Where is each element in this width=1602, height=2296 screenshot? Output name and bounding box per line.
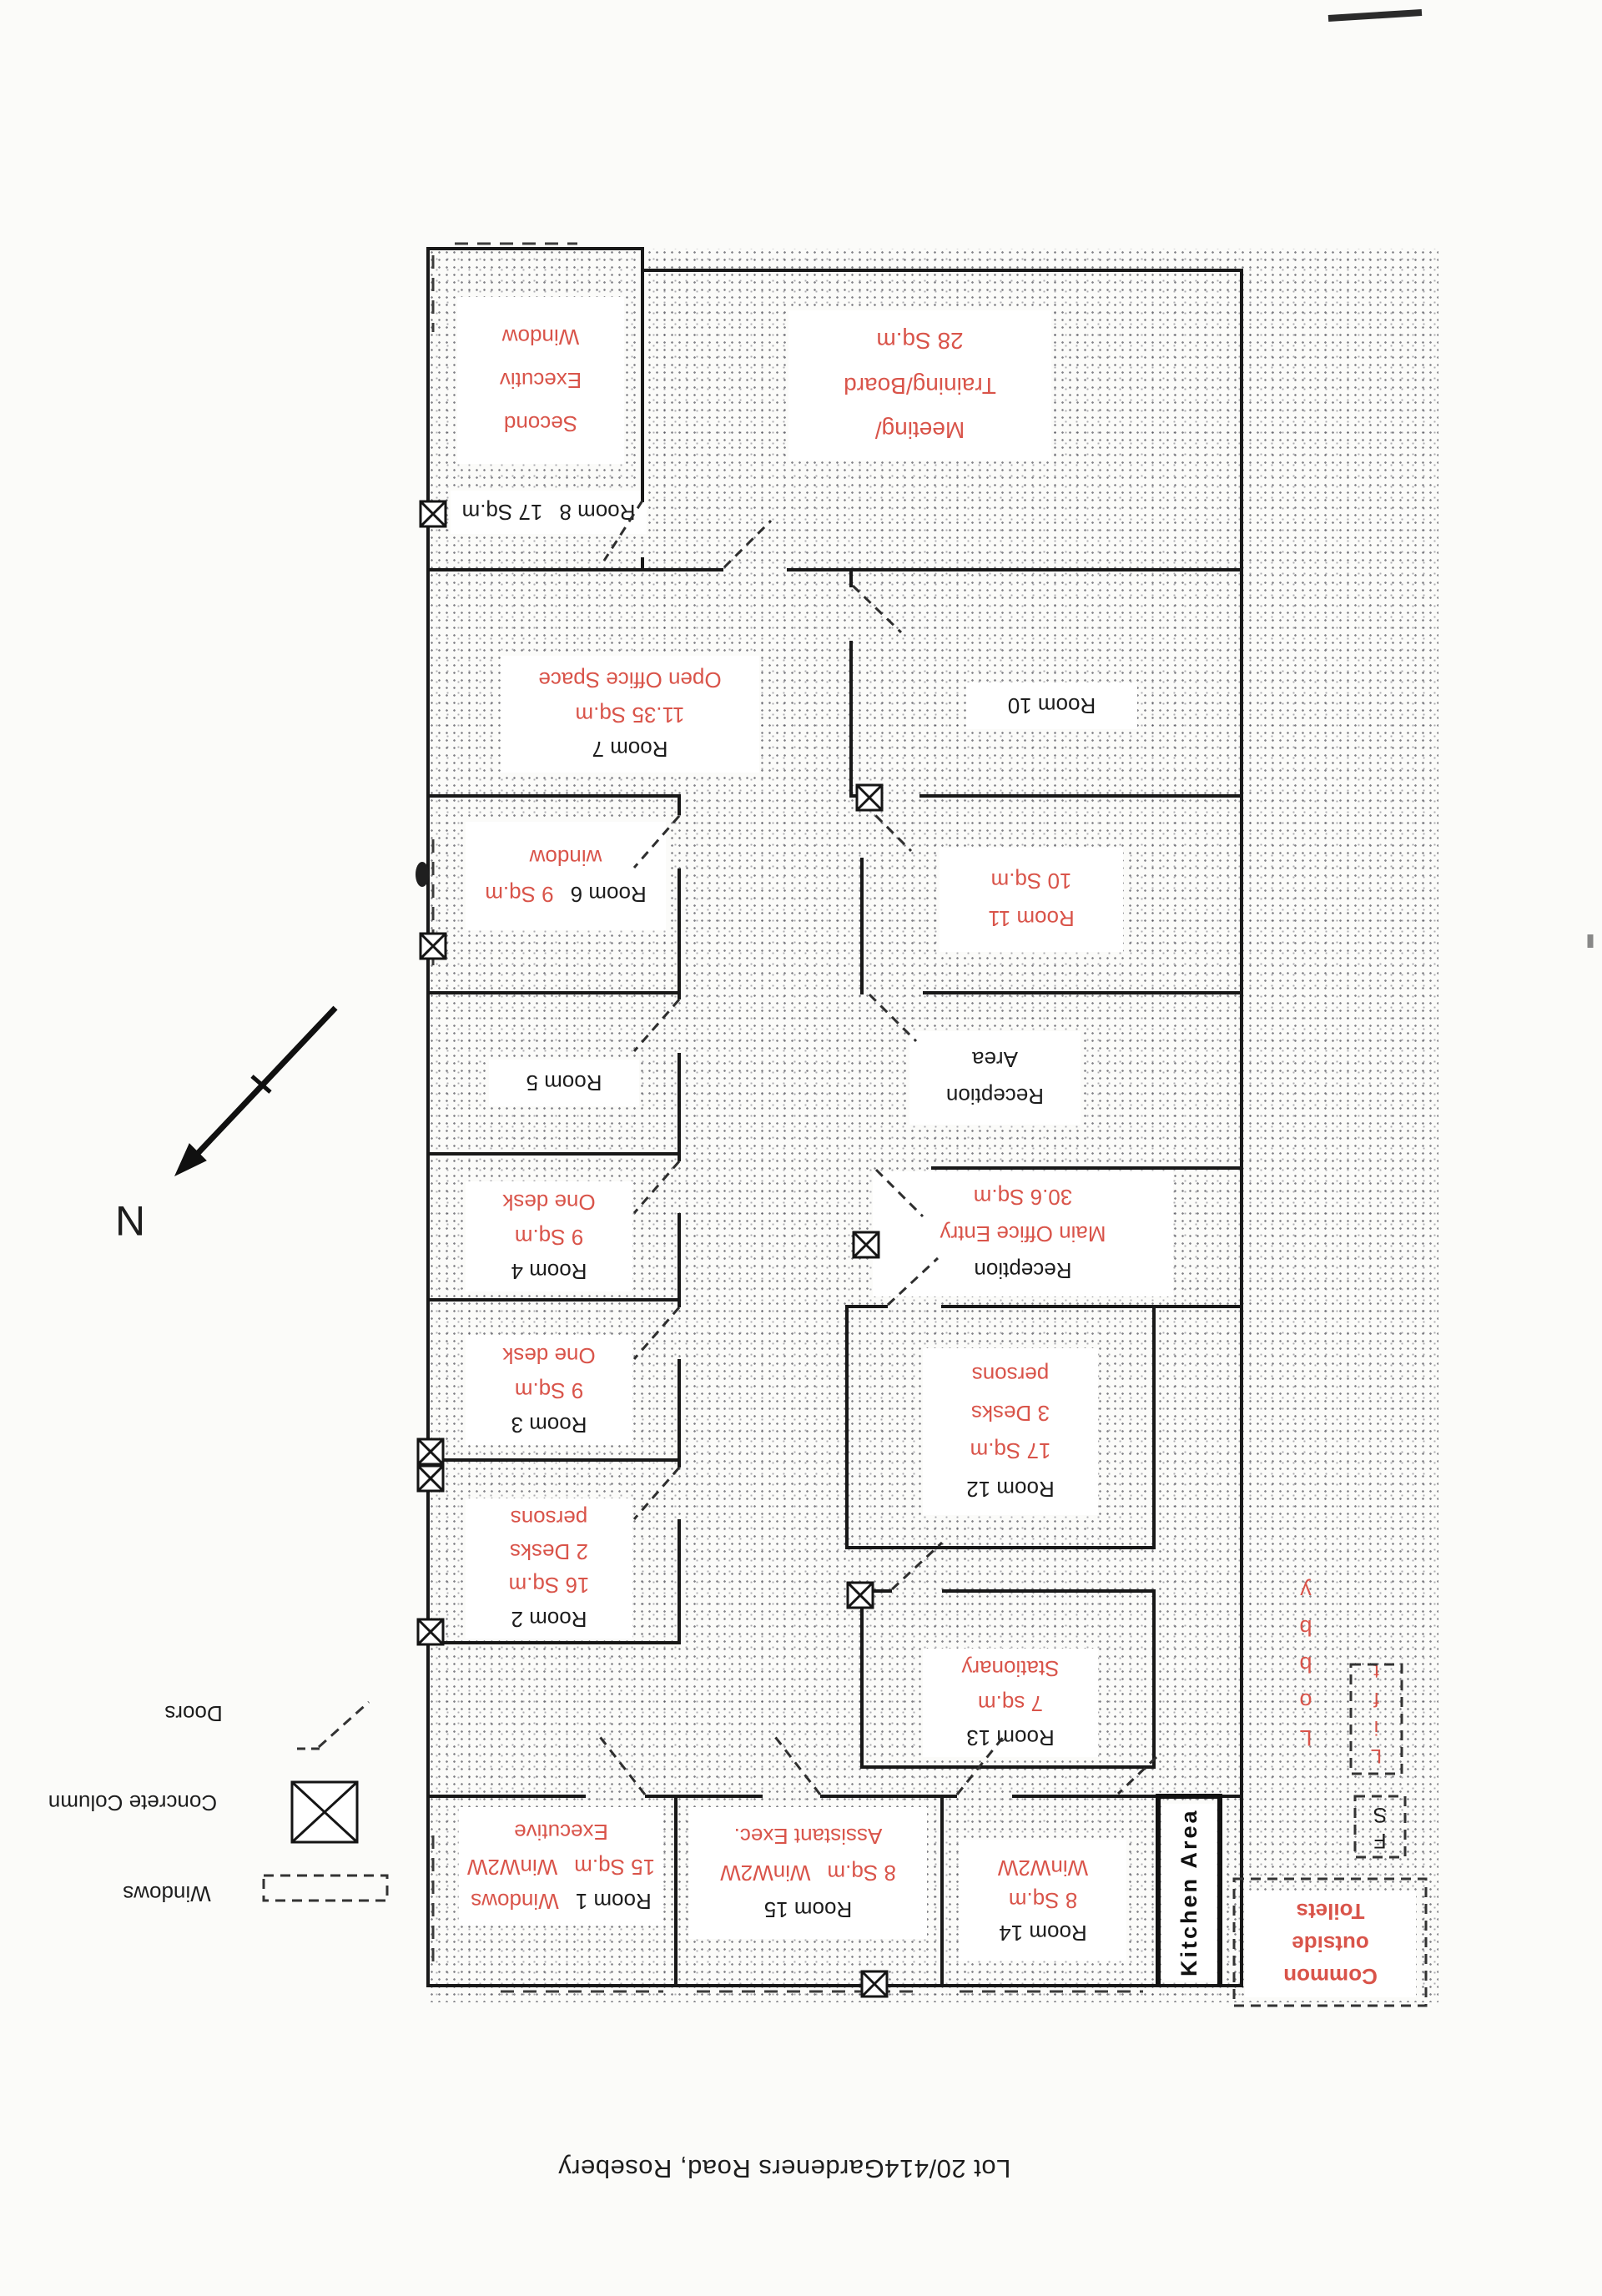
toilets-dashed-box xyxy=(1232,1877,1428,2007)
door-swings xyxy=(596,500,1158,1795)
window-dashes xyxy=(431,242,1143,1993)
lift-dashed-box xyxy=(1349,1663,1403,1775)
legend-door-symbol xyxy=(297,1700,370,1750)
walls xyxy=(426,247,1243,1987)
scan-artifacts xyxy=(416,9,1594,948)
concrete-columns xyxy=(290,500,889,1998)
legend-windows-symbol xyxy=(262,1874,389,1902)
kitchen-walls xyxy=(1156,1794,1222,1986)
fire-stairs-dashed-box xyxy=(1353,1795,1407,1859)
north-arrow xyxy=(174,1005,338,1177)
legend-concrete-column-symbol xyxy=(290,1780,359,1844)
dashed-enclosures xyxy=(262,1663,1428,2007)
